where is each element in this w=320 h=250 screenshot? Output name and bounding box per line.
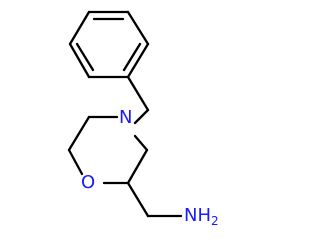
bond-c6-to-c5 bbox=[67, 115, 91, 152]
bond-ring-to-ch2 bbox=[126, 75, 150, 112]
bond-benzene-5 bbox=[68, 42, 91, 79]
bond-c2-to-ch2 bbox=[126, 181, 150, 218]
bond-benzene-6 bbox=[68, 10, 91, 46]
double-bond-inner-left bbox=[75, 42, 95, 72]
atom-label-oxygen: O bbox=[81, 172, 95, 193]
amine-nh-text: NH bbox=[184, 205, 211, 226]
bond-ch2-to-n bbox=[133, 108, 150, 125]
benzene-ring bbox=[68, 10, 150, 79]
structure-diagram: N O NH2 bbox=[67, 10, 219, 228]
bond-benzene-2 bbox=[126, 10, 150, 46]
bond-n-to-c3 bbox=[133, 134, 149, 152]
amine-subscript: 2 bbox=[211, 214, 219, 228]
bond-c3-to-c2 bbox=[126, 148, 149, 185]
morpholine-ring bbox=[67, 115, 149, 185]
bond-o-to-c6 bbox=[67, 148, 84, 176]
atom-label-nitrogen: N bbox=[119, 107, 132, 128]
bond-benzene-3 bbox=[126, 42, 150, 79]
double-bond-inner-right bbox=[122, 42, 142, 72]
atom-label-amine: NH2 bbox=[184, 205, 219, 228]
